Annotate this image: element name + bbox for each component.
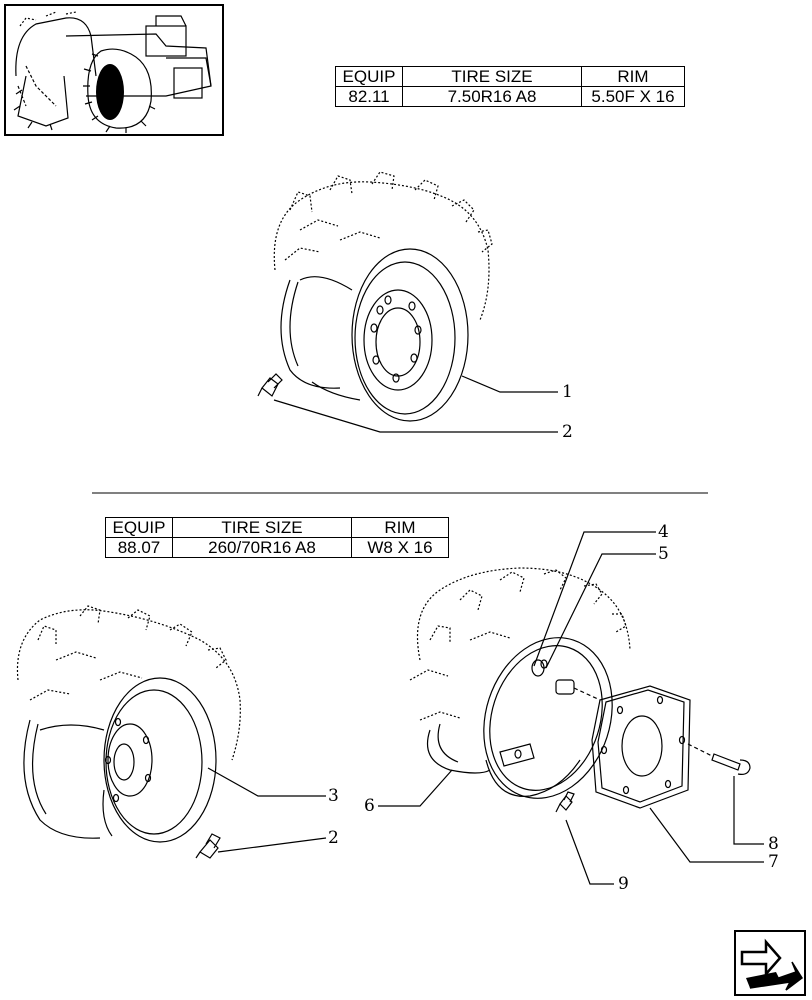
table-cell: 88.07 xyxy=(105,537,173,558)
tractor-thumbnail-icon xyxy=(13,11,212,133)
table-cell: 260/70R16 A8 xyxy=(172,537,352,558)
leader-lines xyxy=(207,375,764,885)
table-row: 82.11 7.50R16 A8 5.50F X 16 xyxy=(335,86,685,107)
callout-5: 5 xyxy=(658,544,669,564)
table-header-cell: TIRE SIZE xyxy=(172,517,352,538)
callout-1: 1 xyxy=(562,382,573,402)
callout-6: 6 xyxy=(364,796,375,816)
wheel-1-drawing xyxy=(257,171,493,422)
table-row: 88.07 260/70R16 A8 W8 X 16 xyxy=(105,537,449,558)
callout-3: 3 xyxy=(328,786,339,806)
wheel-3-drawing xyxy=(16,605,241,859)
table-header-cell: EQUIP xyxy=(335,66,403,87)
table-cell: W8 X 16 xyxy=(351,537,449,558)
callout-8: 8 xyxy=(768,834,779,854)
next-page-arrow-icon xyxy=(740,938,804,991)
wheel-6-drawing xyxy=(409,567,751,813)
callout-7: 7 xyxy=(768,852,779,872)
equip-table-2: EQUIP TIRE SIZE RIM 88.07 260/70R16 A8 W… xyxy=(105,517,449,558)
table-header-cell: RIM xyxy=(351,517,449,538)
table-header-row: EQUIP TIRE SIZE RIM xyxy=(105,517,449,538)
callout-2: 2 xyxy=(328,828,339,848)
table-cell: 7.50R16 A8 xyxy=(402,86,582,107)
callout-2: 2 xyxy=(562,422,573,442)
next-page-button[interactable] xyxy=(734,930,806,996)
callout-4: 4 xyxy=(658,522,669,542)
table-cell: 5.50F X 16 xyxy=(581,86,685,107)
equip-table-1: EQUIP TIRE SIZE RIM 82.11 7.50R16 A8 5.5… xyxy=(335,66,685,107)
callout-9: 9 xyxy=(618,874,629,894)
tractor-thumbnail xyxy=(4,4,224,136)
